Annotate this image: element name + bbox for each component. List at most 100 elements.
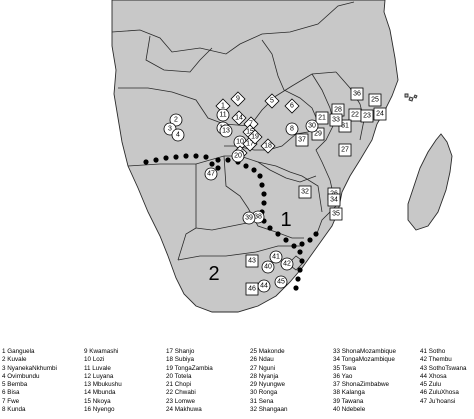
language-marker-9: 9 [230, 91, 246, 107]
language-marker-21: 21 [315, 111, 329, 125]
square-marker-icon [298, 185, 312, 199]
legend-column-6: 41 Sotho 42 Thembu 43 SothoTswana 44 Xho… [420, 348, 467, 406]
legend-entry: 34 TongaMozambique [333, 356, 395, 364]
boundary-dot [297, 249, 303, 255]
marker-number: 44 [260, 283, 268, 290]
marker-number: 2 [174, 117, 178, 124]
boundary-dot [143, 159, 149, 165]
legend-entry: 16 Nyengo [84, 406, 115, 414]
madagascar-island [407, 133, 453, 231]
circle-marker-icon [305, 119, 319, 133]
language-marker-33: 33 [329, 113, 343, 127]
legend-entry: 30 Ronga [250, 389, 278, 397]
zone-label-1: 1 [280, 209, 291, 231]
boundary-dot [251, 167, 257, 173]
legend-entry: 29 Nyungwe [250, 381, 286, 389]
boundary-dot [297, 267, 303, 273]
marker-number: 25 [371, 97, 379, 104]
boundary-dot [257, 173, 263, 179]
legend: 1 Ganguela 2 Kuvale 3 NyanekaNkhumbi 4 O… [0, 348, 474, 419]
marker-number: 18 [264, 143, 272, 150]
marker-number: 45 [277, 279, 285, 286]
square-marker-icon [327, 193, 341, 207]
language-marker-19: 19 [247, 129, 263, 145]
legend-entry: 39 Tawana [333, 397, 364, 405]
boundary-dot [215, 165, 221, 171]
square-marker-icon [360, 109, 374, 123]
circle-marker-icon [171, 128, 185, 142]
legend-column-4: 25 Makonde 26 Ndau 27 Nguni 28 Nyanja 29… [250, 348, 287, 414]
legend-entry: 40 Ndebele [333, 406, 366, 414]
legend-entry: 41 Sotho [420, 348, 446, 355]
marker-number: 19 [251, 134, 259, 141]
boundary-dot [163, 155, 169, 161]
language-marker-20: 20 [231, 149, 245, 163]
legend-entry: 32 Shangaan [250, 406, 288, 414]
language-marker-47: 47 [204, 167, 218, 181]
square-marker-icon [245, 254, 259, 268]
comoros-island [413, 94, 418, 99]
marker-number: 47 [207, 171, 215, 178]
marker-number: 40 [264, 264, 272, 271]
legend-entry: 19 TongaZambia [166, 364, 213, 372]
square-marker-icon [315, 111, 329, 125]
legend-entry: 12 Luyana [84, 372, 114, 380]
language-marker-30: 30 [305, 119, 319, 133]
legend-entry: 31 Sena [250, 397, 274, 405]
circle-marker-icon [169, 113, 183, 127]
legend-entry: 17 Shanjo [166, 348, 195, 355]
legend-entry: 21 Chopi [166, 381, 192, 389]
boundary-dot [295, 276, 301, 282]
legend-column-2: 9 Kwamashi 10 Lozi 11 Luvale 12 Luyana 1… [84, 348, 122, 414]
legend-entry: 13 Mbukushu [84, 381, 122, 389]
legend-entry: 46 ZuluXhosa [420, 389, 459, 397]
legend-entry: 43 SothoTswana [420, 364, 467, 372]
marker-number: 3 [168, 126, 172, 133]
language-marker-42: 42 [280, 257, 294, 271]
legend-entry: 7 Fwe [2, 397, 20, 405]
circle-marker-icon [274, 275, 288, 289]
marker-number: 22 [351, 112, 359, 119]
marker-number: 11 [219, 112, 226, 119]
legend-entry: 37 ShonaZimbabwe [333, 381, 390, 389]
legend-entry: 8 Kunda [2, 406, 26, 414]
boundary-dot [313, 231, 319, 237]
circle-marker-icon [219, 124, 233, 138]
legend-entry: 45 Zulu [420, 381, 442, 389]
circle-marker-icon [280, 257, 294, 271]
marker-number: 46 [248, 286, 256, 293]
language-marker-18: 18 [260, 138, 276, 154]
marker-number: 38 [254, 214, 262, 221]
legend-column-3: 17 Shanjo 18 Subiya 19 TongaZambia 20 To… [166, 348, 213, 414]
legend-entry: 2 Kuvale [2, 356, 27, 364]
marker-number: 30 [308, 123, 316, 130]
marker-number: 17 [246, 141, 254, 148]
boundary-dot [203, 154, 209, 160]
legend-entry: 6 Bisa [2, 389, 20, 397]
legend-entry: 24 Makhuwa [166, 406, 202, 414]
legend-entry: 4 Ovimbundu [2, 372, 40, 380]
boundary-dot [209, 161, 215, 167]
circle-marker-icon [261, 260, 275, 274]
language-marker-27: 27 [338, 143, 352, 157]
square-marker-icon [373, 107, 387, 121]
marker-number: 42 [283, 261, 291, 268]
language-marker-2: 2 [169, 113, 183, 127]
language-marker-8: 8 [285, 122, 299, 136]
language-marker-45: 45 [274, 275, 288, 289]
boundary-dot [215, 157, 221, 163]
language-marker-43: 43 [245, 254, 259, 268]
boundary-dot [275, 231, 281, 237]
language-marker-14: 14 [231, 110, 247, 126]
boundary-dot [259, 182, 265, 188]
square-marker-icon [338, 143, 352, 157]
marker-number: 27 [341, 147, 349, 154]
language-marker-5: 5 [264, 93, 280, 109]
language-marker-11: 11 [216, 108, 230, 122]
marker-number: 4 [176, 132, 180, 139]
marker-number: 10 [236, 139, 244, 146]
legend-entry: 28 Nyanja [250, 372, 279, 380]
language-marker-41: 41 [269, 250, 283, 264]
square-marker-icon [350, 87, 364, 101]
language-marker-22: 22 [348, 108, 362, 122]
